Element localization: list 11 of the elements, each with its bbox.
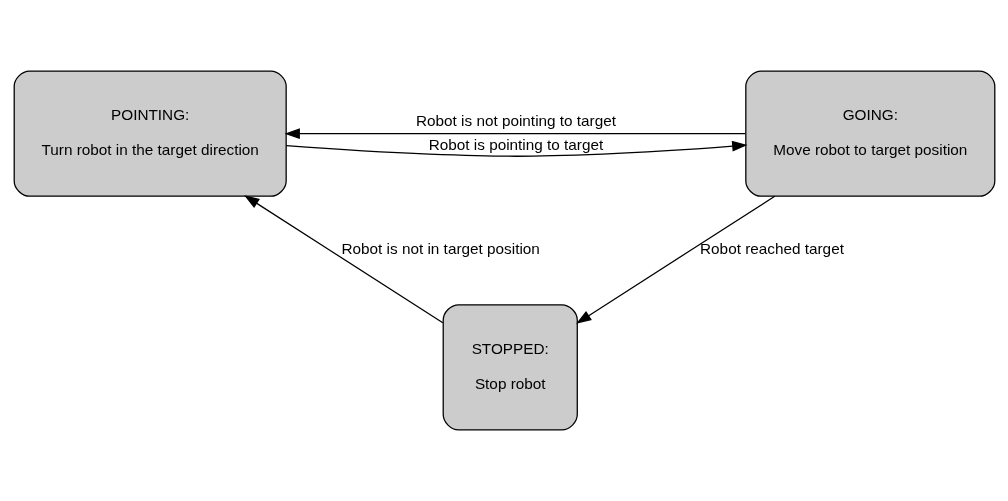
node-box: GOING: Move robot to target position bbox=[744, 70, 995, 197]
arrow bbox=[284, 128, 746, 140]
edge-label: Robot is pointing to target bbox=[428, 135, 603, 153]
edge-label: Robot is not pointing to target bbox=[415, 111, 616, 129]
arrow bbox=[243, 195, 443, 324]
arrow bbox=[575, 195, 775, 324]
arrow bbox=[285, 140, 747, 157]
node-box: STOPPED: Stop robot bbox=[442, 304, 578, 431]
edge-label: Robot reached target bbox=[699, 240, 844, 258]
node-box: POINTING: Turn robot in the target direction bbox=[13, 70, 287, 197]
edge-label: Robot is not in target position bbox=[340, 240, 540, 258]
